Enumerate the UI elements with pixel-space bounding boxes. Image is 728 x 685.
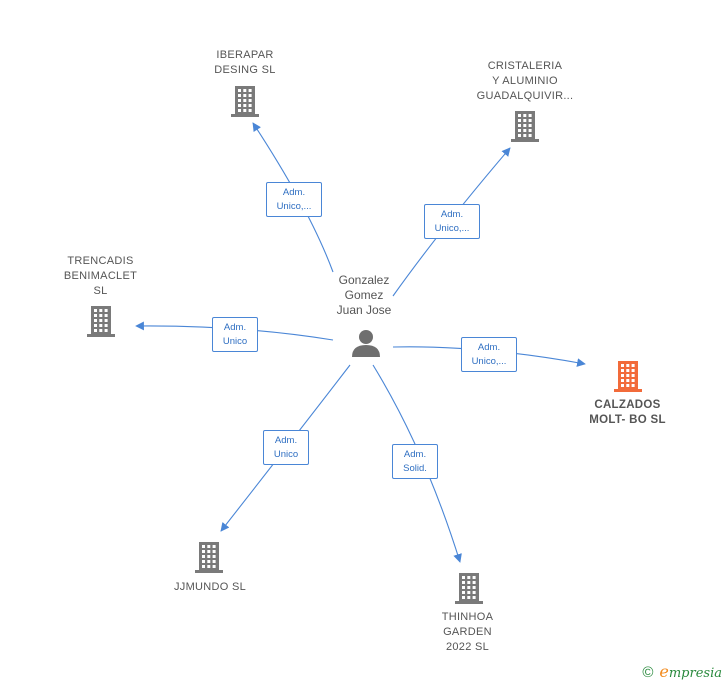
edge-label-cristaleria[interactable]: Adm. Unico,...	[424, 204, 480, 239]
building-icon-thinhoa[interactable]	[455, 573, 483, 604]
company-label-jjmundo[interactable]: JJMUNDO SL	[173, 581, 247, 593]
building-icon-iberapar[interactable]	[231, 86, 259, 117]
icons-layer	[87, 86, 642, 604]
building-icon-cristaleria[interactable]	[511, 111, 539, 142]
edges-layer	[135, 122, 586, 563]
company-label-thinhoa[interactable]: THINHOA GARDEN 2022 SL	[441, 611, 494, 653]
edge-label-trencadis[interactable]: Adm. Unico	[212, 317, 258, 352]
edge-label-iberapar[interactable]: Adm. Unico,...	[266, 182, 322, 217]
building-icon-trencadis[interactable]	[87, 306, 115, 337]
person-icon[interactable]	[352, 330, 380, 357]
building-icon-jjmundo[interactable]	[195, 542, 223, 573]
edge-label-calzados[interactable]: Adm. Unico,...	[461, 337, 517, 372]
brand-logo-rest: mpresia	[668, 666, 722, 681]
company-label-cristaleria[interactable]: CRISTALERIA Y ALUMINIO GUADALQUIVIR...	[476, 60, 574, 102]
footer-brand: © empresia	[642, 662, 722, 681]
center-person-name[interactable]: Gonzalez Gomez Juan Jose	[336, 273, 392, 317]
edge-label-jjmundo[interactable]: Adm. Unico	[263, 430, 309, 465]
edge-label-thinhoa[interactable]: Adm. Solid.	[392, 444, 438, 479]
company-label-iberapar[interactable]: IBERAPAR DESING SL	[214, 49, 276, 76]
company-label-trencadis[interactable]: TRENCADIS BENIMACLET SL	[63, 255, 138, 297]
company-label-calzados[interactable]: CALZADOS MOLT- BO SL	[589, 399, 666, 426]
brand-logo-e: e	[659, 662, 669, 681]
copyright-symbol: ©	[642, 664, 654, 681]
building-icon-calzados[interactable]	[614, 361, 642, 392]
